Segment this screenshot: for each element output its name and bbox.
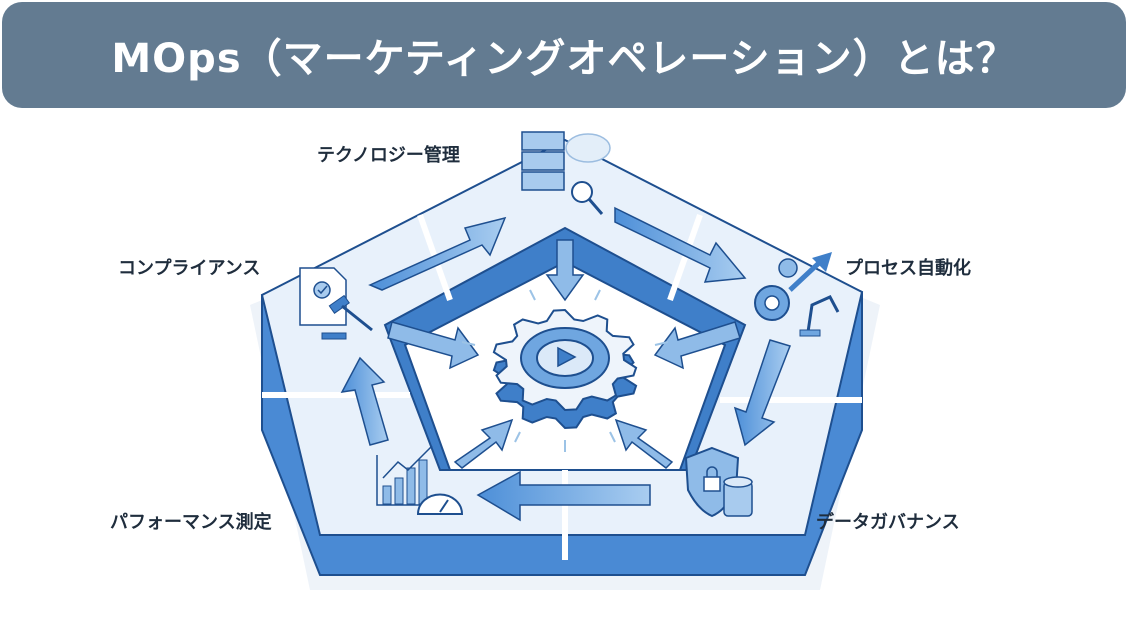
arrow-in-right [653, 321, 741, 370]
label-performance-measurement: パフォーマンス測定 [110, 512, 272, 533]
arrow-process-to-data [733, 339, 791, 447]
shield-lock-database-icon [684, 446, 753, 518]
page-title: MOps（マーケティングオペレーション）とは？ [111, 36, 1017, 82]
gears-robot-arm-icon [754, 252, 840, 337]
center-rays [461, 289, 669, 452]
label-process-automation: プロセス自動化 [845, 258, 971, 279]
arrow-data-to-performance [476, 470, 651, 522]
label-technology-management: テクノロジー管理 [317, 145, 460, 166]
document-gavel-icon [299, 267, 373, 340]
label-compliance: コンプライアンス [118, 258, 261, 279]
arrow-performance-to-compliance [340, 356, 389, 446]
arrow-technology-to-process [614, 206, 747, 283]
title-banner: MOps（マーケティングオペレーション）とは？ [2, 2, 1126, 108]
arrow-in-left [387, 321, 480, 370]
chart-gauge-icon [376, 445, 464, 515]
gear-play-icon [492, 308, 638, 430]
arrow-in-top [545, 239, 585, 302]
label-data-governance: データガバナンス [816, 512, 960, 533]
arrow-compliance-to-technology [368, 216, 507, 291]
arrow-in-bottom-right [614, 418, 674, 469]
arrow-in-bottom-left [453, 418, 514, 469]
play-icon [557, 346, 577, 368]
server-search-icon [521, 131, 611, 215]
